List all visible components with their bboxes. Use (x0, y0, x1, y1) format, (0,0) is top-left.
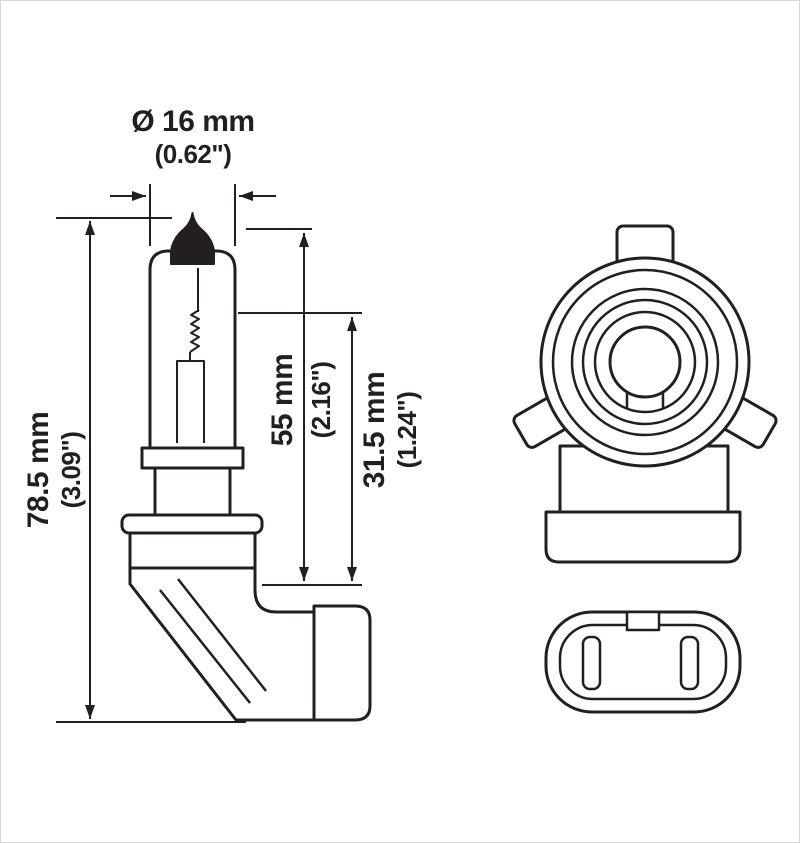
terminal-left (581, 635, 602, 691)
glass-tube-right (212, 249, 237, 448)
filament-lead-right (190, 360, 205, 443)
collar-ring (140, 446, 245, 470)
boot-wire-channel (159, 578, 267, 704)
filament-lead-left (176, 352, 191, 443)
dim-tip-to-seat: 55 mm (2.16") (246, 228, 336, 581)
diameter-label-metric: Ø 16 mm (131, 105, 254, 138)
tip-to-seat-label-imperial: (2.16") (306, 362, 336, 439)
plug-key-notch (625, 610, 661, 632)
connector-boot (128, 568, 316, 722)
bulb-tip (170, 212, 215, 265)
terminal-right (679, 635, 700, 691)
extension-lines (238, 312, 362, 586)
dim-diameter: Ø 16 mm (0.62") (110, 105, 276, 246)
ring-2 (551, 268, 739, 456)
seal-keys (625, 393, 665, 408)
filament-coil (189, 309, 200, 353)
glass-tube-left (148, 249, 173, 448)
overall-length-label-metric: 78.5 mm (22, 412, 55, 529)
extension-lines (56, 217, 246, 723)
tip-to-seat-label-metric: 55 mm (266, 354, 299, 447)
base-lower-block (544, 510, 742, 564)
ring-3 (570, 287, 720, 437)
mounting-flange (120, 513, 264, 535)
base-front-view (512, 224, 778, 564)
connector-front-view (544, 610, 742, 714)
base-length-label-metric: 31.5 mm (358, 372, 391, 489)
extension-lines (149, 184, 236, 246)
ring-5 (593, 310, 697, 414)
ring-4 (581, 298, 709, 426)
ring-inner (608, 325, 682, 399)
connector-stub (312, 604, 372, 722)
dim-overall-length: 78.5 mm (3.09") (22, 217, 246, 723)
neck (153, 468, 232, 515)
bulb-side-view (120, 212, 372, 722)
base-body (128, 533, 257, 570)
dimension-annotations: Ø 16 mm (0.62") 78.5 mm (3.09") 55 mm (2… (22, 105, 422, 723)
diameter-label-imperial: (0.62") (155, 139, 232, 169)
base-length-label-imperial: (1.24") (392, 392, 422, 469)
overall-length-label-imperial: (3.09") (56, 432, 86, 509)
dim-base-length: 31.5 mm (1.24") (238, 312, 422, 586)
